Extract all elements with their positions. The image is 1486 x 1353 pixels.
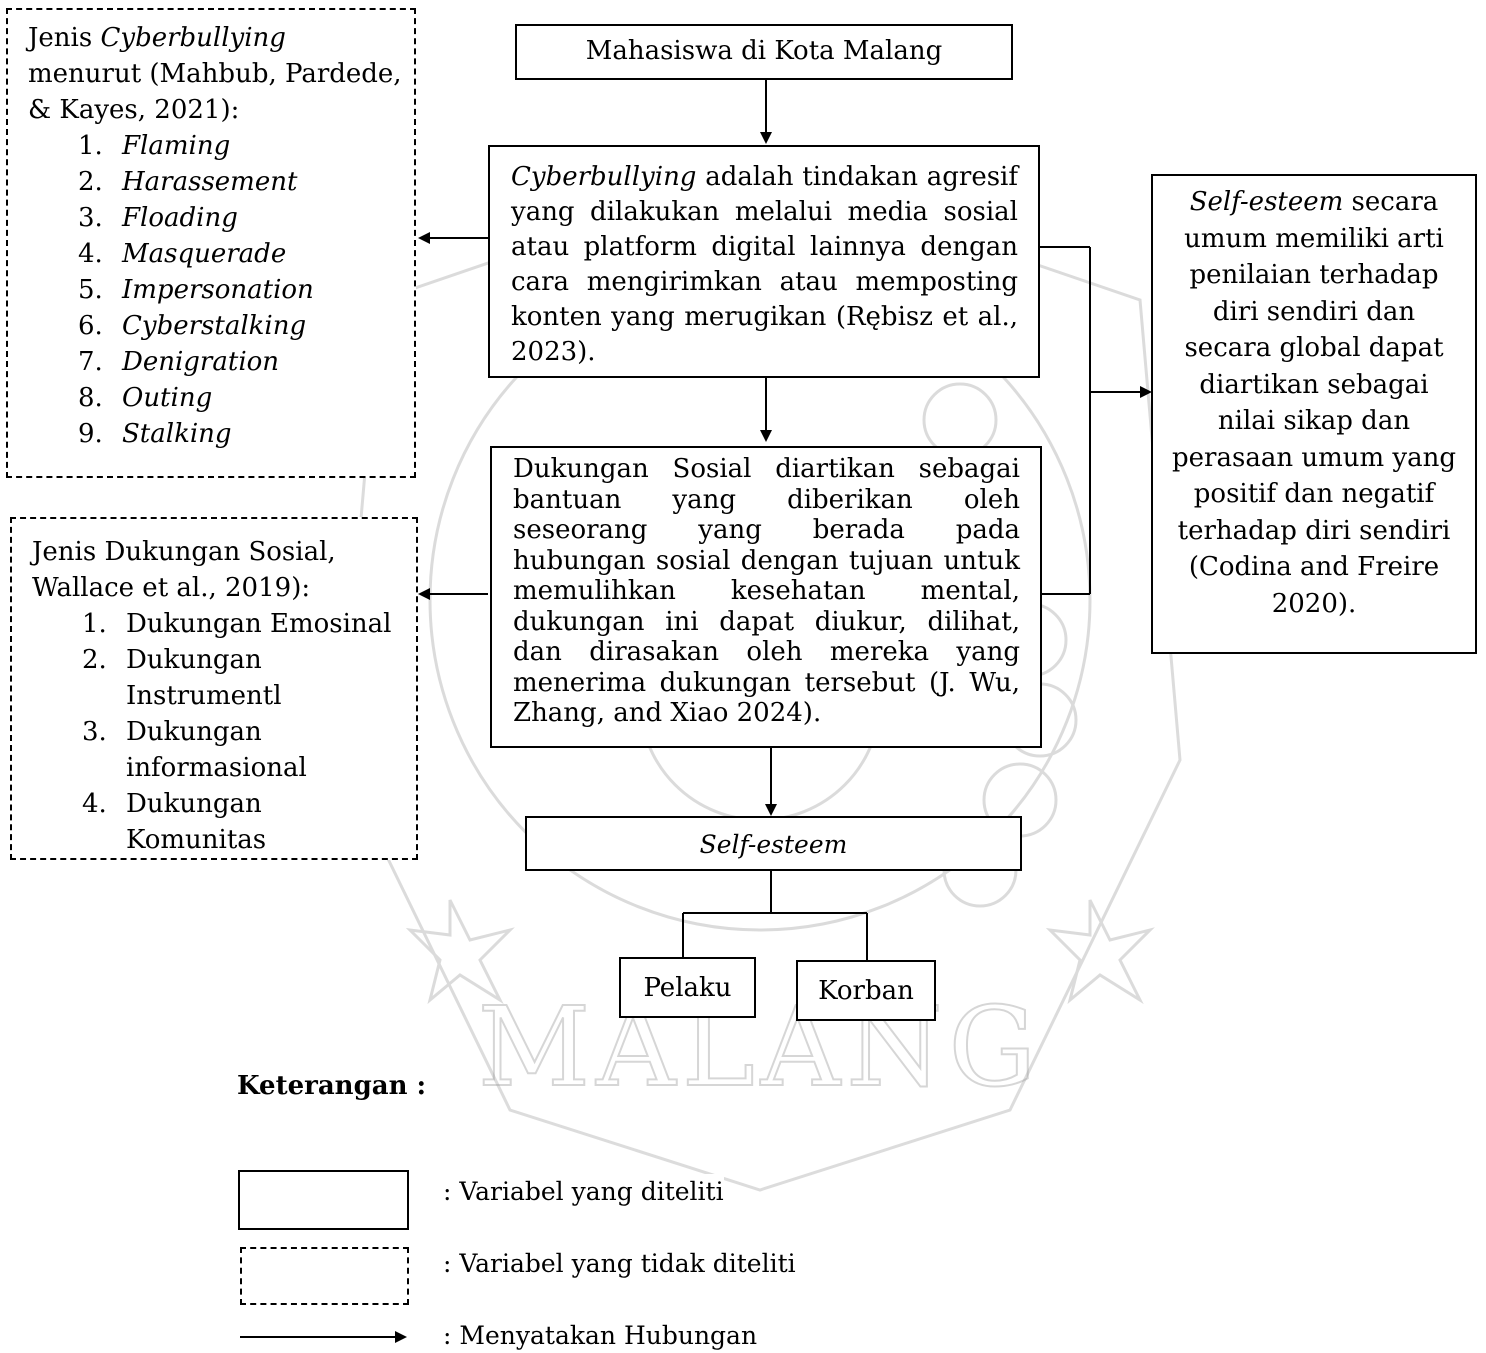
cyberbullying-types-term: Cyberbullying	[100, 23, 286, 53]
support-definition: Dukungan Sosial diartikan sebagai bantua…	[513, 454, 1020, 728]
list-item-label: Dukungan informasional	[126, 717, 307, 783]
list-item-label: Harassement	[122, 167, 298, 197]
list-item: 3. Dukungan informasional	[82, 714, 406, 786]
list-item-number: 3.	[82, 717, 107, 747]
list-item: 8. Outing	[78, 380, 402, 416]
self-esteem-definition-term: Self-esteem	[1189, 187, 1344, 217]
list-item: 7. Denigration	[78, 344, 402, 380]
list-item-number: 7.	[78, 347, 103, 377]
list-item: 1. Dukungan Emosinal	[82, 606, 406, 642]
list-item-label: Dukungan Emosinal	[126, 609, 392, 639]
cyberbullying-types-box: Jenis Cyberbullying menurut (Mahbub, Par…	[6, 8, 416, 478]
support-types-box: Jenis Dukungan Sosial, Wallace et al., 2…	[10, 517, 418, 860]
pelaku-label: Pelaku	[643, 973, 732, 1003]
korban-box: Korban	[796, 960, 936, 1021]
list-item: 3. Floading	[78, 200, 402, 236]
legend-dashed-swatch	[240, 1247, 409, 1305]
list-item-number: 1.	[78, 131, 103, 161]
list-item-number: 2.	[78, 167, 103, 197]
list-item-number: 4.	[78, 239, 103, 269]
list-item: 2. Dukungan Instrumentl	[82, 642, 406, 714]
list-item-label: Masquerade	[122, 239, 287, 269]
top-box-text: Mahasiswa di Kota Malang	[585, 36, 943, 66]
list-item: 4. Masquerade	[78, 236, 402, 272]
korban-label: Korban	[818, 976, 914, 1006]
self-esteem-definition-box: Self-esteem secara umum memiliki arti pe…	[1151, 174, 1477, 654]
list-item-label: Flaming	[122, 131, 231, 161]
list-item: 2. Harassement	[78, 164, 402, 200]
list-item: 5. Impersonation	[78, 272, 402, 308]
top-box: Mahasiswa di Kota Malang	[515, 24, 1013, 80]
list-item-label: Dukungan Komunitas	[126, 789, 267, 855]
watermark-text: MALANG	[478, 983, 1043, 1111]
self-esteem-box: Self-esteem	[525, 816, 1022, 871]
support-box: Dukungan Sosial diartikan sebagai bantua…	[490, 446, 1042, 748]
legend-solid-swatch	[238, 1170, 409, 1230]
list-item-label: Impersonation	[122, 275, 314, 305]
pelaku-box: Pelaku	[619, 957, 756, 1018]
list-item-number: 9.	[78, 419, 103, 449]
list-item-number: 5.	[78, 275, 103, 305]
list-item-label: Dukungan Instrumentl	[126, 645, 282, 711]
support-types-list: 1. Dukungan Emosinal 2. Dukungan Instrument…	[32, 606, 406, 858]
legend-title: Keterangan :	[237, 1068, 427, 1104]
list-item: 1. Flaming	[78, 128, 402, 164]
list-item-number: 8.	[78, 383, 103, 413]
cyberbullying-definition: adalah tindakan agresif yang dilakukan m…	[511, 162, 1018, 367]
list-item: 4. Dukungan Komunitas	[82, 786, 406, 858]
cyberbullying-types-title: Jenis Cyberbullying menurut (Mahbub, Par…	[28, 23, 402, 125]
list-item-label: Stalking	[122, 419, 232, 449]
legend-dashed-label: : Variabel yang tidak diteliti	[443, 1246, 796, 1282]
cyberbullying-term: Cyberbullying	[511, 162, 697, 192]
list-item-number: 2.	[82, 645, 107, 675]
self-esteem-label: Self-esteem	[699, 830, 848, 859]
legend-arrow-label: : Menyatakan Hubungan	[443, 1321, 758, 1351]
list-item-label: Outing	[122, 383, 213, 413]
list-item: 6. Cyberstalking	[78, 308, 402, 344]
cyberbullying-box: Cyberbullying adalah tindakan agresif ya…	[488, 145, 1040, 378]
support-types-title: Jenis Dukungan Sosial, Wallace et al., 2…	[32, 537, 336, 603]
list-item-label: Denigration	[122, 347, 280, 377]
legend-solid-label: : Variabel yang diteliti	[443, 1174, 724, 1210]
list-item-label: Floading	[122, 203, 238, 233]
list-item-number: 4.	[82, 789, 107, 819]
list-item-number: 6.	[78, 311, 103, 341]
self-esteem-definition-text: secara umum memiliki arti penilaian terh…	[1172, 187, 1456, 619]
list-item-number: 1.	[82, 609, 107, 639]
list-item: 9. Stalking	[78, 416, 402, 452]
list-item-number: 3.	[78, 203, 103, 233]
list-item-label: Cyberstalking	[122, 311, 307, 341]
cyberbullying-types-list: 1. Flaming 2. Harassement 3. Floading 4. Masque…	[28, 128, 402, 452]
